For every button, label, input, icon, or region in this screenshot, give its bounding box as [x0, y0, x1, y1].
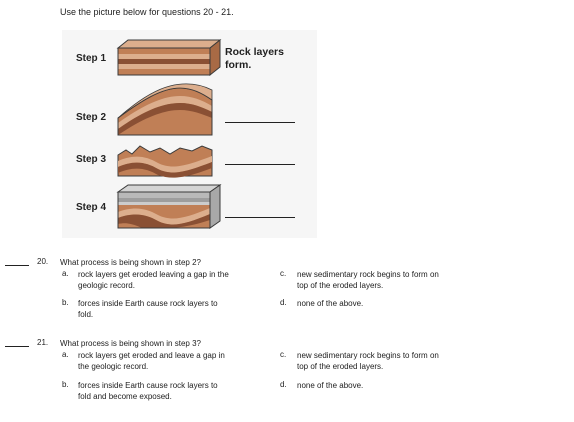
q21-option-b-line2: fold and become exposed.	[78, 392, 172, 401]
q21-option-b-letter: b.	[62, 380, 69, 389]
q20-option-c: new sedimentary rock begins to form on t…	[297, 269, 439, 291]
q21-option-d-line1: none of the above.	[297, 381, 364, 390]
q21-option-a-line2: the geologic record.	[78, 362, 149, 371]
step1-block	[116, 38, 222, 77]
step2-block	[117, 83, 213, 136]
step4-block	[116, 184, 222, 229]
step1-caption-line1: Rock layers	[225, 46, 284, 58]
rock-layer-diagram: Step 1 Step 2 Step 3 Step 4 Rock layers …	[62, 30, 317, 238]
q20-option-c-line2: top of the eroded layers.	[297, 281, 384, 290]
q21-option-c-line1: new sedimentary rock begins to form on	[297, 351, 439, 360]
q20-number: 20.	[37, 257, 49, 266]
q20-text: What process is being shown in step 2?	[60, 258, 201, 267]
q20-option-d-letter: d.	[280, 298, 287, 307]
q20-option-a-line1: rock layers get eroded leaving a gap in …	[78, 270, 229, 279]
step4-answer-blank	[225, 217, 295, 218]
q20-option-b-line1: forces inside Earth cause rock layers to	[78, 299, 218, 308]
step1-caption: Rock layers form.	[225, 46, 284, 72]
q21-option-b-line1: forces inside Earth cause rock layers to	[78, 381, 218, 390]
q20-option-b-letter: b.	[62, 298, 69, 307]
q20-option-c-letter: c.	[280, 269, 287, 278]
step1-label: Step 1	[76, 53, 107, 64]
instructions: Use the picture below for questions 20 -…	[60, 7, 234, 17]
q21-option-d-letter: d.	[280, 380, 287, 389]
q21-option-c-line2: top of the eroded layers.	[297, 362, 384, 371]
q21-option-b: forces inside Earth cause rock layers to…	[78, 380, 218, 402]
q21-answer-line[interactable]	[5, 346, 29, 347]
step3-label: Step 3	[76, 154, 107, 165]
q21-option-a-line1: rock layers get eroded and leave a gap i…	[78, 351, 225, 360]
step3-block	[117, 145, 213, 178]
q20-option-d-line1: none of the above.	[297, 299, 364, 308]
q20-option-b-line2: fold.	[78, 310, 94, 319]
q20-option-d: none of the above.	[297, 298, 363, 309]
step3-answer-blank	[225, 164, 295, 165]
q20-answer-line[interactable]	[5, 265, 29, 266]
q21-option-c-letter: c.	[280, 350, 287, 359]
q21-option-d: none of the above.	[297, 380, 363, 391]
q21-option-a: rock layers get eroded and leave a gap i…	[78, 350, 225, 372]
step2-answer-blank	[225, 122, 295, 123]
q21-text: What process is being shown in step 3?	[60, 339, 201, 348]
step4-label: Step 4	[76, 202, 107, 213]
q20-option-b: forces inside Earth cause rock layers to…	[78, 298, 218, 320]
q21-option-c: new sedimentary rock begins to form on t…	[297, 350, 439, 372]
q21-number: 21.	[37, 338, 49, 347]
q20-option-a-line2: geologic record.	[78, 281, 135, 290]
q20-option-c-line1: new sedimentary rock begins to form on	[297, 270, 439, 279]
step1-caption-line2: form.	[225, 59, 252, 71]
q20-option-a: rock layers get eroded leaving a gap in …	[78, 269, 229, 291]
q20-option-a-letter: a.	[62, 269, 69, 278]
q21-option-a-letter: a.	[62, 350, 69, 359]
step2-label: Step 2	[76, 112, 107, 123]
